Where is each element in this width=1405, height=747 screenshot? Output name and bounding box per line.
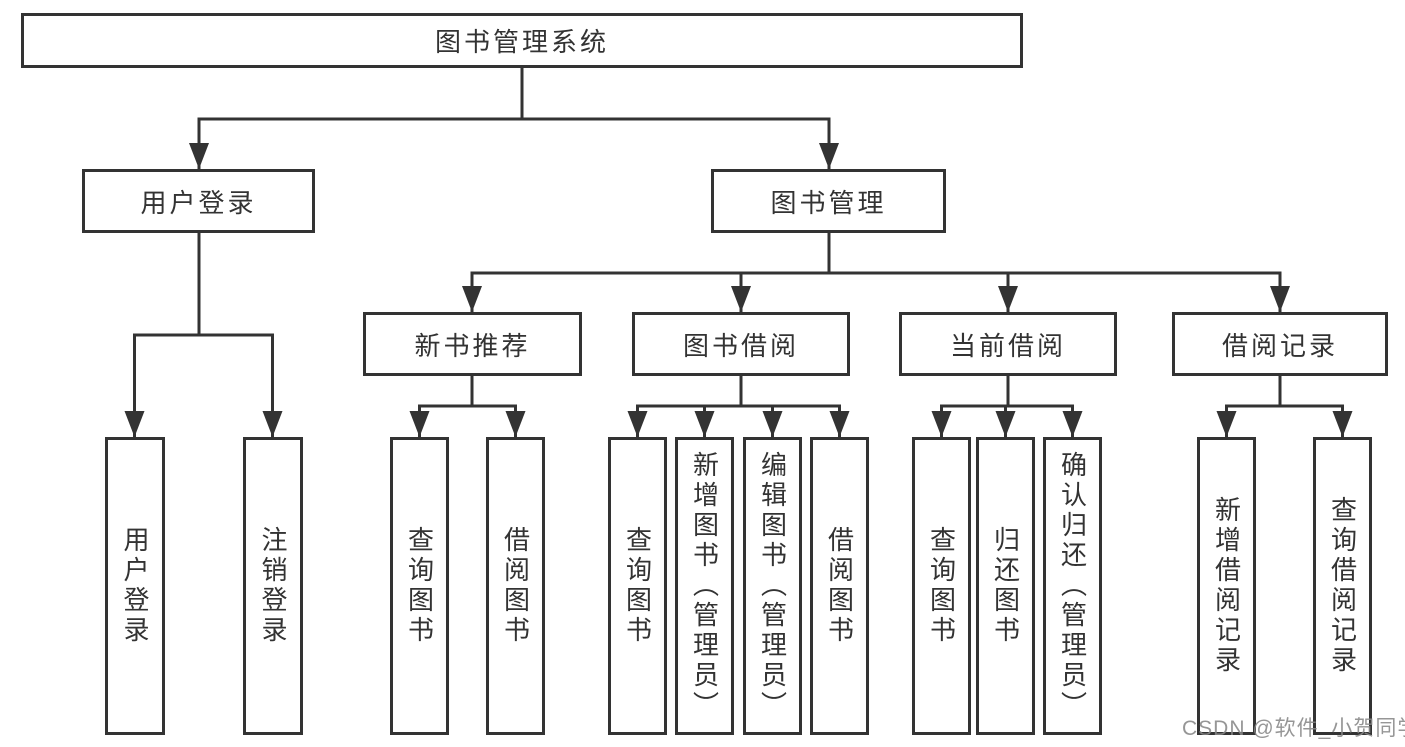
leaf-confirm-return-admin: 确认归还（管理员）	[1043, 437, 1102, 735]
node-label: 编辑图书（管理员）	[757, 451, 788, 721]
node-label: 当前借阅	[949, 330, 1066, 361]
node-label: 新书推荐	[414, 330, 531, 361]
node-label: 查询图书	[404, 526, 435, 646]
node-label: 借阅图书	[500, 526, 531, 646]
node-label: 查询借阅记录	[1327, 496, 1358, 676]
node-book-borrowing: 图书借阅	[632, 312, 850, 376]
leaf-add-books-admin: 新增图书（管理员）	[675, 437, 734, 735]
leaf-add-borrow-record: 新增借阅记录	[1197, 437, 1256, 735]
leaf-logout: 注销登录	[243, 437, 303, 735]
connector-borrow-records-to-leaves	[1225, 376, 1344, 437]
connector-new-book-recommend-to-leaves	[418, 376, 517, 437]
connector-book-management-to-level3	[470, 233, 1282, 312]
node-label: 查询图书	[926, 526, 957, 646]
node-label: 确认归还（管理员）	[1057, 451, 1088, 721]
node-label: 用户登录	[120, 526, 150, 646]
node-label: 图书管理系统	[434, 27, 609, 57]
connector-book-borrowing-to-leaves	[636, 376, 841, 437]
leaf-query-books-recommend: 查询图书	[390, 437, 449, 735]
leaf-return-books: 归还图书	[976, 437, 1035, 735]
node-label: 图书管理	[770, 187, 887, 218]
node-current-borrowing: 当前借阅	[899, 312, 1117, 376]
leaf-borrow-books-recommend: 借阅图书	[486, 437, 545, 735]
node-label: 借阅记录	[1221, 330, 1338, 361]
node-label: 归还图书	[990, 526, 1021, 646]
node-label: 查询图书	[622, 526, 653, 646]
node-new-book-recommend: 新书推荐	[363, 312, 582, 376]
connector-root-to-level2	[197, 68, 831, 169]
leaf-borrow-books: 借阅图书	[810, 437, 869, 735]
leaf-query-books-current: 查询图书	[912, 437, 971, 735]
node-label: 注销登录	[258, 526, 288, 646]
csdn-watermark: CSDN @软件_小贺同学	[1182, 717, 1405, 740]
leaf-query-books-borrowing: 查询图书	[608, 437, 667, 735]
node-label: 用户登录	[140, 187, 257, 218]
node-library-management-system: 图书管理系统	[21, 13, 1023, 68]
node-book-management-branch: 图书管理	[711, 169, 946, 233]
node-label: 借阅图书	[824, 526, 855, 646]
node-borrow-records: 借阅记录	[1172, 312, 1388, 376]
leaf-query-borrow-record: 查询借阅记录	[1313, 437, 1372, 735]
leaf-user-login: 用户登录	[105, 437, 165, 735]
leaf-edit-books-admin: 编辑图书（管理员）	[743, 437, 802, 735]
node-label: 图书借阅	[682, 330, 799, 361]
node-label: 新增图书（管理员）	[689, 451, 720, 721]
connector-user-login-to-leaves	[133, 233, 274, 437]
node-user-login-branch: 用户登录	[82, 169, 315, 233]
node-label: 新增借阅记录	[1211, 496, 1242, 676]
